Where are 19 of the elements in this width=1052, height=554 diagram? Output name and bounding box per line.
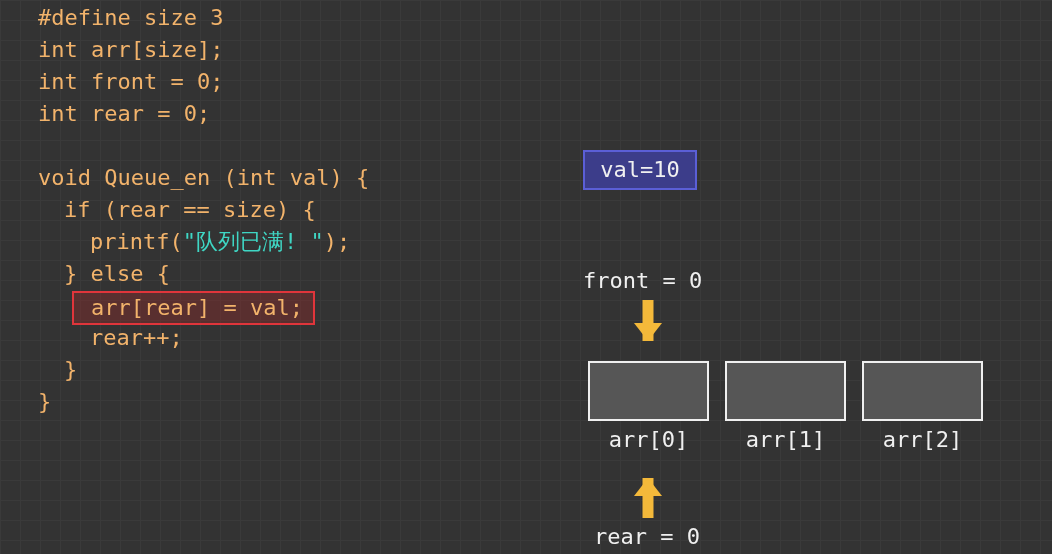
code-line: rear++;	[90, 324, 183, 352]
code-line: void Queue_en (int val) {	[38, 164, 370, 192]
code-line: if (rear == size) {	[64, 196, 316, 224]
code-line: }	[64, 356, 78, 384]
pointer-label: rear = 0	[594, 521, 700, 553]
index-label: arr[0]	[607, 427, 690, 453]
code-line: } else {	[64, 260, 170, 288]
index-label: arr[1]	[744, 427, 827, 453]
pointer-label: front = 0	[583, 265, 703, 297]
code-line: int rear = 0;	[38, 100, 211, 128]
arrow	[634, 478, 662, 518]
value-box: val=10	[583, 150, 697, 190]
code-line: int arr[size];	[38, 36, 224, 64]
index-label: arr[2]	[881, 427, 964, 453]
code-line: printf("队列已满! ");	[90, 228, 351, 256]
code-line: }	[38, 388, 52, 416]
code-line: int front = 0;	[38, 68, 224, 96]
code-line: #define size 3	[38, 4, 224, 32]
arrow	[634, 300, 662, 341]
